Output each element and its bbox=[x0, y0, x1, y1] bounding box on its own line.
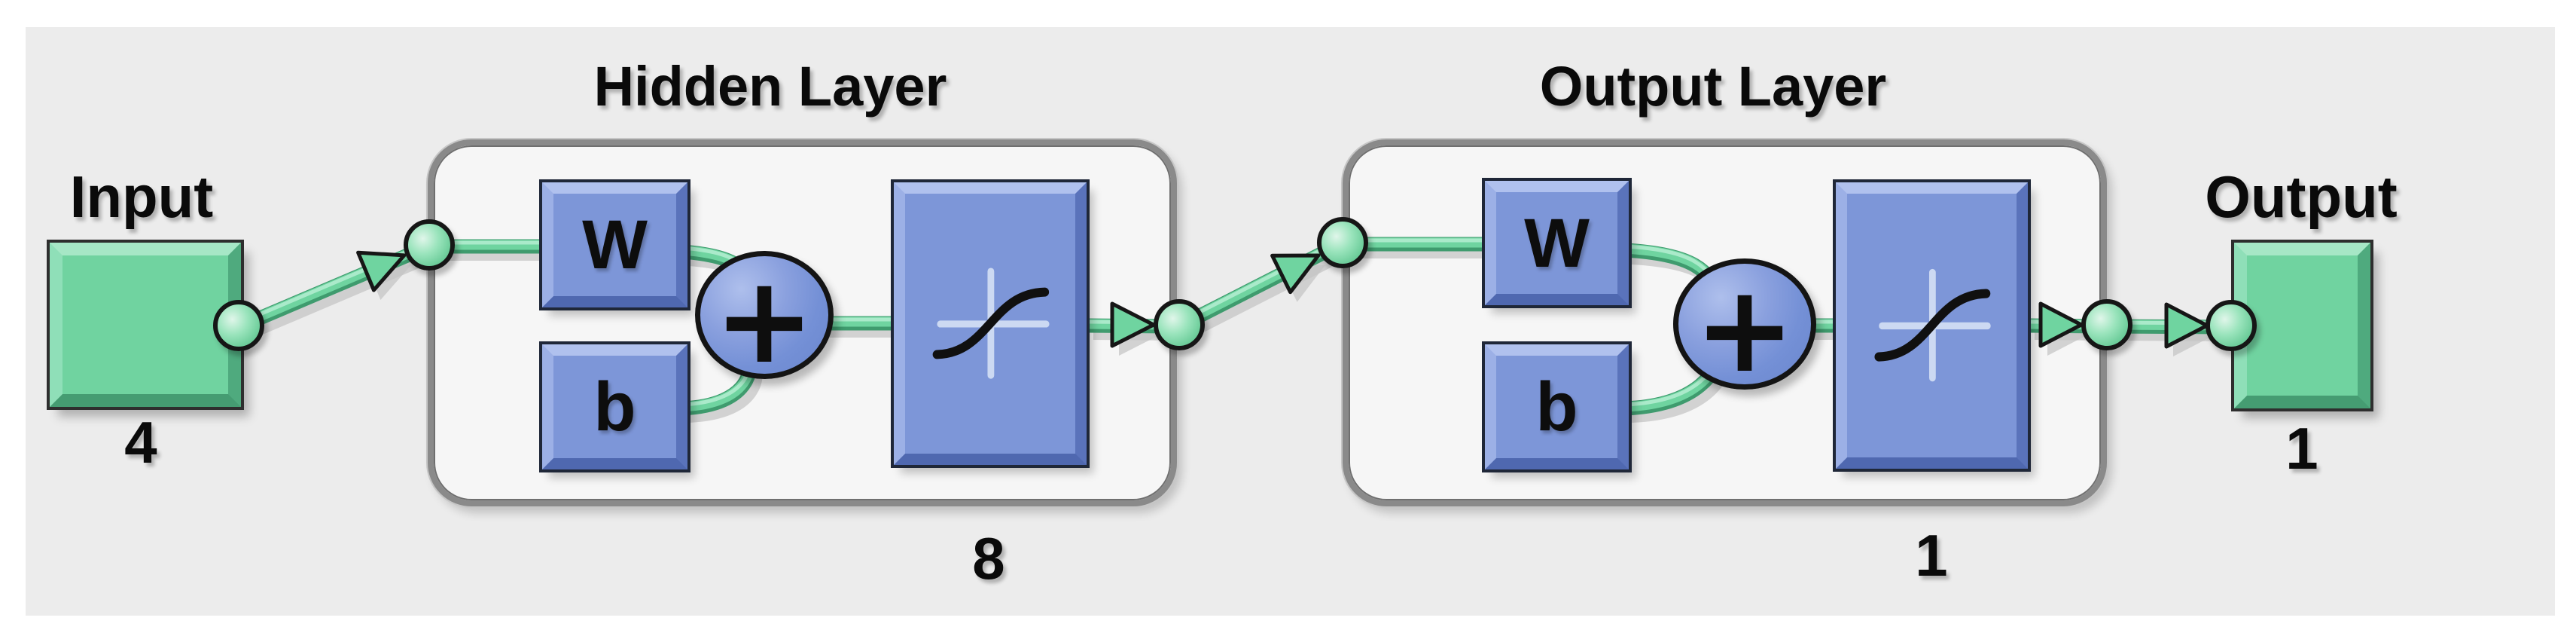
output-block bbox=[2234, 243, 2370, 408]
hidden-layer-title: Hidden Layer bbox=[593, 55, 947, 118]
output-transfer-box bbox=[1836, 182, 2028, 469]
connector-dot bbox=[1154, 299, 1205, 350]
output-bias-label: b bbox=[1535, 368, 1578, 445]
hidden-transfer-box bbox=[894, 182, 1087, 465]
hidden-weight-box: W bbox=[542, 182, 687, 307]
connector-dot bbox=[404, 219, 455, 271]
hidden-sum-circle: + bbox=[695, 249, 834, 390]
connector-dot bbox=[1317, 217, 1368, 268]
output-block-size-label: 1 bbox=[2285, 415, 2318, 482]
connector-dot bbox=[213, 300, 264, 351]
connector-dot bbox=[2081, 299, 2132, 350]
output-label: Output bbox=[2205, 164, 2398, 230]
output-sum-plus-icon: + bbox=[1693, 258, 1796, 399]
hidden-bias-label: b bbox=[593, 368, 636, 445]
output-layer-title: Output Layer bbox=[1539, 55, 1887, 118]
output-sum-circle: + bbox=[1673, 258, 1816, 390]
tansig-icon bbox=[932, 268, 1050, 379]
input-label: Input bbox=[69, 164, 214, 230]
output-bias-box: b bbox=[1485, 344, 1629, 469]
output-weight-box: W bbox=[1485, 181, 1629, 305]
connector-dot bbox=[2206, 300, 2257, 351]
tansig-icon bbox=[1874, 268, 1991, 382]
hidden-weight-label: W bbox=[582, 206, 648, 283]
input-block bbox=[50, 243, 241, 407]
hidden-sum-plus-icon: + bbox=[713, 249, 815, 390]
input-size-label: 4 bbox=[124, 409, 157, 475]
hidden-bias-box: b bbox=[542, 344, 687, 469]
hidden-size-label: 8 bbox=[972, 525, 1005, 592]
output-weight-label: W bbox=[1524, 204, 1590, 282]
output-size-label: 1 bbox=[1915, 522, 1948, 589]
